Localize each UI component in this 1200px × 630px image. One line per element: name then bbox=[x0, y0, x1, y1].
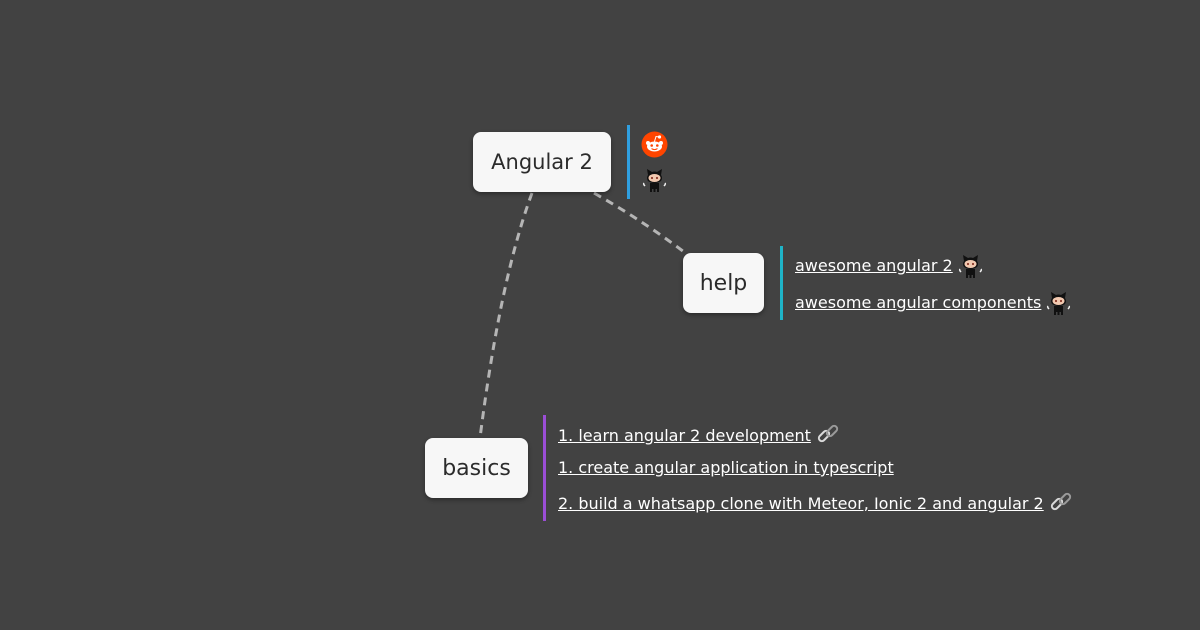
node-help-label: help bbox=[699, 270, 748, 296]
angular-resource-bar bbox=[627, 125, 630, 199]
link-create-angular-application-label: 1. create angular application in typescr… bbox=[558, 458, 894, 477]
link-awesome-angular-components-label: awesome angular components bbox=[795, 293, 1042, 312]
link-build-whatsapp-clone[interactable]: 2. build a whatsapp clone with Meteor, I… bbox=[558, 490, 1074, 516]
help-resource-bar bbox=[780, 246, 783, 320]
github-icon bbox=[1045, 289, 1072, 316]
link-icon bbox=[1048, 490, 1074, 516]
edge-root-to-basics bbox=[478, 192, 534, 439]
basics-resource-bar bbox=[543, 415, 546, 521]
link-awesome-angular-2[interactable]: awesome angular 2 bbox=[795, 252, 984, 279]
node-basics[interactable]: basics bbox=[425, 438, 528, 498]
link-learn-angular-2-development-label: 1. learn angular 2 development bbox=[558, 425, 811, 445]
link-build-whatsapp-clone-label: 2. build a whatsapp clone with Meteor, I… bbox=[558, 493, 1044, 513]
github-icon bbox=[957, 252, 984, 279]
link-create-angular-application[interactable]: 1. create angular application in typescr… bbox=[558, 458, 894, 477]
link-awesome-angular-2-label: awesome angular 2 bbox=[795, 256, 953, 275]
reddit-icon[interactable] bbox=[641, 131, 668, 162]
edge-root-to-help bbox=[593, 191, 689, 257]
node-angular-2[interactable]: Angular 2 bbox=[473, 132, 611, 192]
node-basics-label: basics bbox=[442, 455, 511, 481]
link-learn-angular-2-development[interactable]: 1. learn angular 2 development bbox=[558, 422, 841, 448]
node-help[interactable]: help bbox=[683, 253, 764, 313]
link-awesome-angular-components[interactable]: awesome angular components bbox=[795, 289, 1072, 316]
github-icon[interactable] bbox=[641, 166, 668, 197]
node-angular-2-label: Angular 2 bbox=[491, 150, 593, 174]
link-icon bbox=[815, 422, 841, 448]
